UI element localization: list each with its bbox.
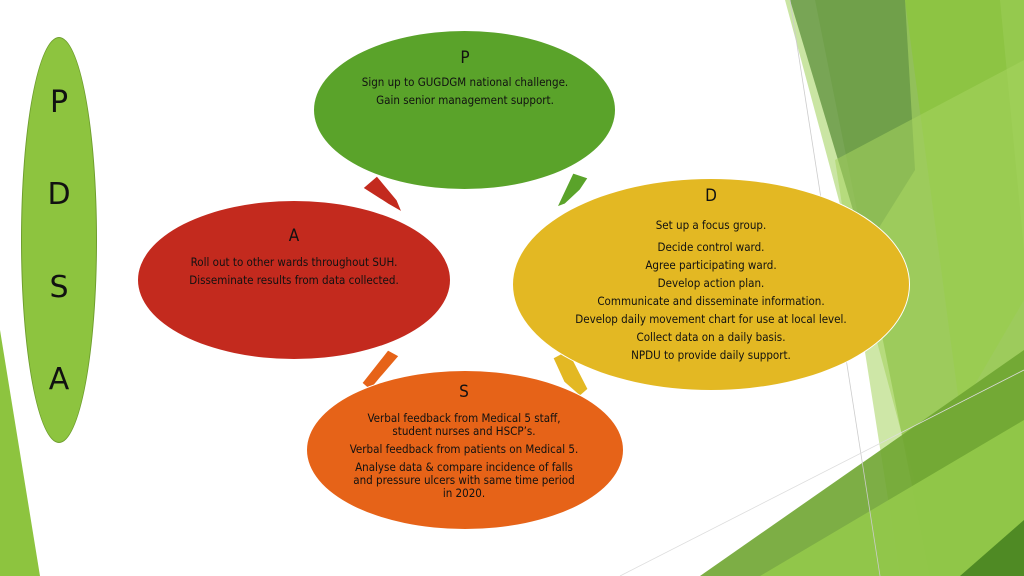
- plan-heading: P: [460, 48, 470, 68]
- pdsa-side-pill: [21, 37, 97, 443]
- do-item: Collect data on a daily basis.: [636, 330, 786, 344]
- plan-ellipse: [313, 30, 616, 190]
- do-item: Decide control ward.: [657, 240, 765, 254]
- plan-item: Sign up to GUGDGM national challenge.: [361, 75, 569, 89]
- study-item: Verbal feedback from patients on Medical…: [349, 442, 579, 456]
- do-heading: D: [705, 186, 717, 206]
- study-heading: S: [459, 382, 469, 402]
- plan-text: P Sign up to GUGDGM national challenge. …: [360, 48, 570, 107]
- do-item: Agree participating ward.: [645, 258, 777, 272]
- study-text: S Verbal feedback from Medical 5 staff, …: [348, 382, 580, 500]
- do-item: Develop daily movement chart for use at …: [575, 312, 847, 326]
- study-item: Analyse data & compare incidence of fall…: [353, 460, 575, 500]
- act-heading: A: [288, 226, 300, 246]
- plan-item: Gain senior management support.: [376, 93, 554, 107]
- act-item: Roll out to other wards throughout SUH.: [190, 255, 398, 269]
- do-text: D Set up a focus group. Decide control w…: [570, 186, 852, 362]
- do-item: Develop action plan.: [657, 276, 765, 290]
- do-item: NPDU to provide daily support.: [631, 348, 791, 362]
- act-text: A Roll out to other wards throughout SUH…: [188, 226, 400, 287]
- study-ellipse: [306, 370, 624, 530]
- side-letter-p: P: [49, 85, 69, 120]
- side-letter-a: A: [48, 362, 70, 397]
- act-ellipse: [137, 200, 451, 360]
- side-letter-s: S: [49, 270, 69, 305]
- arrow-plan-to-do: [556, 172, 589, 208]
- side-letter-d: D: [47, 177, 71, 212]
- do-item: Set up a focus group.: [655, 218, 767, 232]
- do-item: Communicate and disseminate information.: [597, 294, 825, 308]
- arrow-act-to-plan: [362, 175, 404, 214]
- act-item: Disseminate results from data collected.: [189, 273, 399, 287]
- study-item: Verbal feedback from Medical 5 staff, st…: [367, 411, 561, 438]
- do-ellipse: [512, 178, 910, 391]
